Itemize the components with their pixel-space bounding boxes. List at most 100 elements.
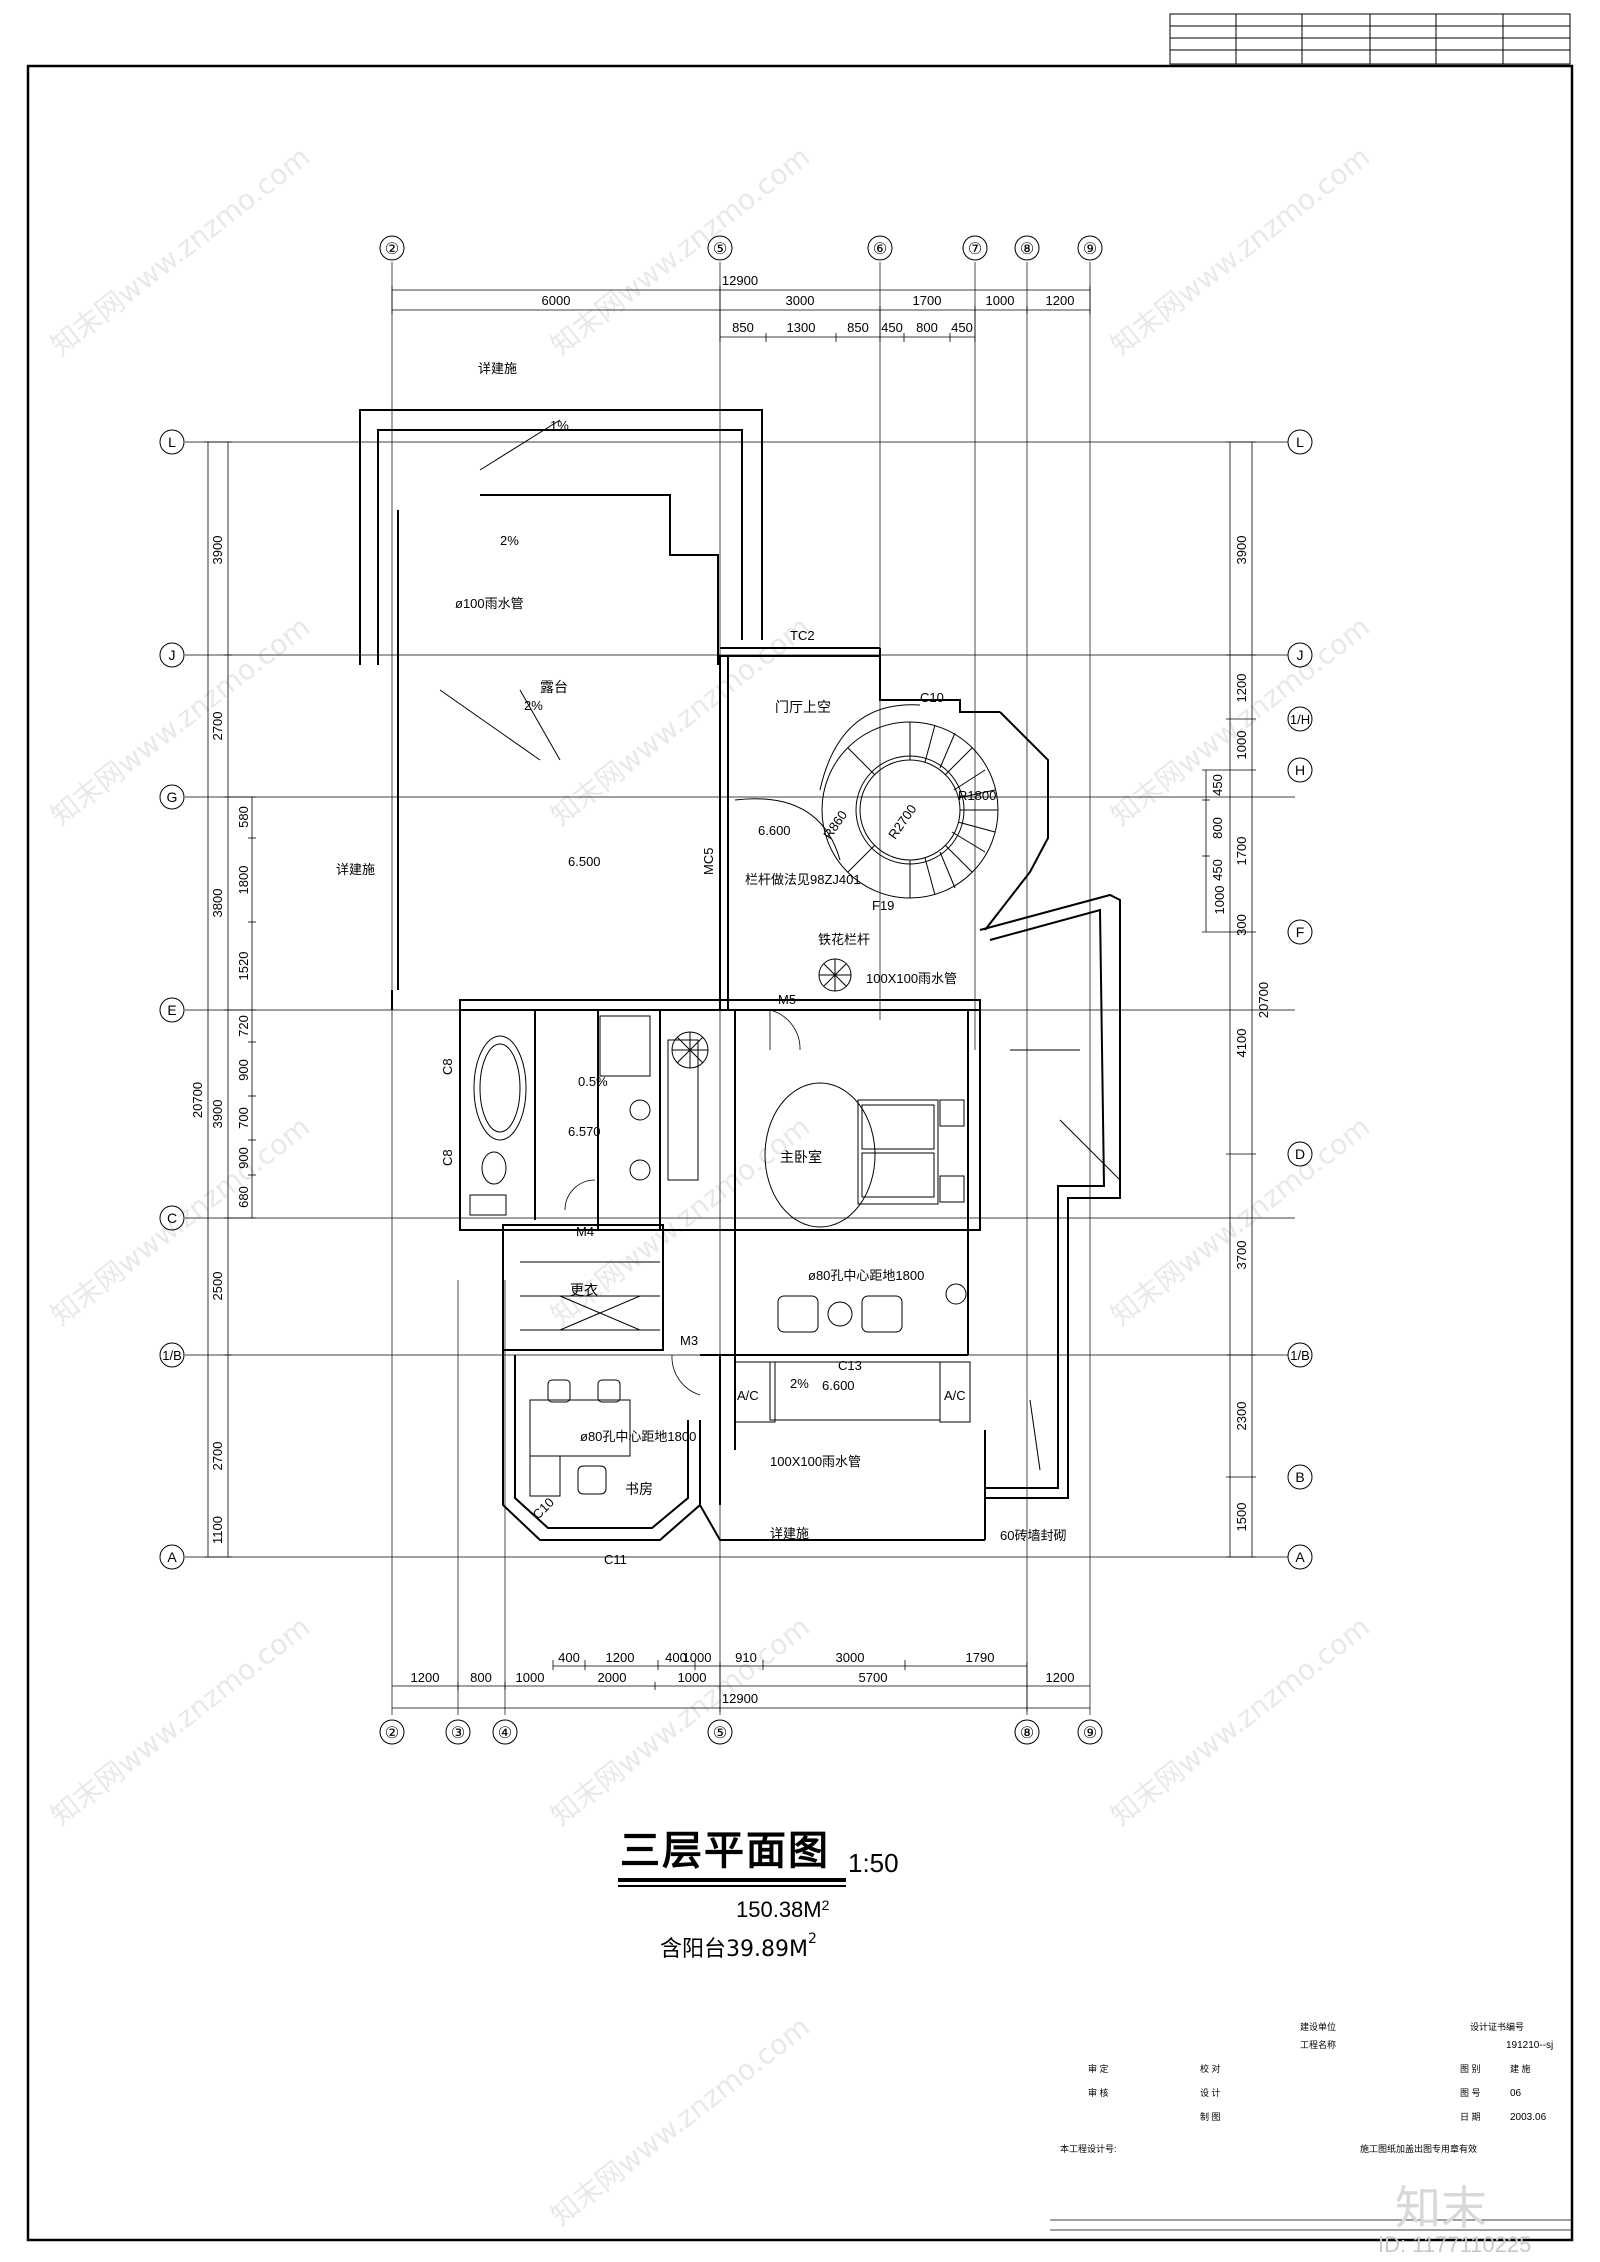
dim-top-r2-3: 450 [881,320,903,335]
spiral-stair [734,704,999,899]
dim-top-r2-2: 850 [847,320,869,335]
axis-bottom-1: ③ [451,1725,465,1742]
slope-arrows [439,419,1121,1471]
dim-right-r1-4: 1000 [1212,886,1227,915]
drawing-frame [26,64,1574,2242]
label-m3: M3 [680,1333,698,1348]
dim-right-r1-8: 1500 [1234,1503,1249,1532]
axis-bottom-3: ⑤ [713,1725,727,1742]
dim-right-r1-1: 1200 [1234,674,1249,703]
label-r860: R860 [820,808,850,842]
area-balcony-value: 含阳台39.89M [660,1937,808,1962]
label-hole-1800: ø80孔中心距地1800 [808,1268,924,1283]
axis-top-4: ⑧ [1020,241,1034,258]
dim-bot-r2-2: 400 [665,1650,687,1665]
dim-bot-r2-0: 400 [558,1650,580,1665]
tb-stamp-note: 施工图纸加盖出图专用章有效 [1360,2143,1477,2154]
label-c10-b: C10 [530,1495,557,1522]
axis-labels-top: ② ⑤ ⑥ ⑦ ⑧ ⑨ [385,241,1097,258]
label-c8-b: C8 [440,1149,455,1166]
area-main-value: 150.38M [736,1897,822,1922]
dim-bot-r1-4: 1000 [678,1670,707,1685]
image-id: ID: 1177110225 [1378,2232,1532,2257]
axis-grid [185,262,1295,1715]
label-drain-sq: 100X100雨水管 [866,971,957,986]
tb-sheet-no-value: 06 [1510,2088,1522,2099]
label-elev-6600: 6.600 [758,823,791,838]
label-slope-top: 1% [550,418,569,433]
tb-review: 审 定 [1088,2063,1109,2074]
room-master-bedroom: 主卧室 [780,1149,822,1165]
dim-right-r2-0: 450 [1210,774,1225,796]
dim-left-r2-3: 720 [236,1015,251,1037]
axis-bottom-4: ⑧ [1020,1725,1034,1742]
axis-top-0: ② [385,241,399,258]
tb-cert-value: 191210--sj [1506,2040,1553,2051]
axis-left-5: 1/B [162,1348,182,1363]
axis-top-3: ⑦ [968,241,982,258]
dim-right-r1-5: 4100 [1234,1029,1249,1058]
dim-top-r2-1: 1300 [787,320,816,335]
dim-top-r1-3: 1000 [986,293,1015,308]
dim-top-r2-0: 850 [732,320,754,335]
tb-design: 设 计 [1200,2087,1221,2098]
tb-date: 日 期 [1460,2112,1481,2122]
axis-left-1: J [169,647,176,663]
area-main-sup: 2 [821,1897,830,1913]
axis-right-3: H [1295,762,1305,778]
dim-bot-r2-5: 3000 [836,1650,865,1665]
title-underline-thin [618,1885,846,1887]
tb-cert-no: 设计证书编号 [1470,2021,1524,2032]
label-elev-6600b: 6.600 [822,1378,855,1393]
axis-top-1: ⑤ [713,241,727,258]
axis-left-0: L [168,434,176,450]
dim-left-r1-1: 2700 [210,712,225,741]
dimension-lines-right [1202,441,1256,1558]
dim-right-r1-0: 3900 [1234,536,1249,565]
title-underline [618,1878,846,1882]
label-ac-right: A/C [944,1388,966,1403]
ac-zone [734,1361,971,1423]
axis-bottom-2: ④ [498,1725,512,1742]
dimension-lines-top [391,286,1091,342]
axis-right-4: F [1296,924,1305,940]
label-iron-railing: 铁花栏杆 [818,932,870,947]
bath-fixtures [469,1015,699,1216]
label-slope-terrace: 2% [500,533,519,548]
room-foyer-void: 门厅上空 [775,699,831,715]
dim-left-r2-2: 1520 [236,952,251,981]
axis-right-7: B [1295,1469,1304,1485]
room-dressing: 更衣 [570,1282,598,1298]
axis-left-4: C [167,1210,177,1226]
dim-left-r1-0: 3900 [210,536,225,565]
axis-right-1: J [1297,647,1304,663]
dimension-lines-bottom [392,1660,1090,1712]
label-elev-6500: 6.500 [568,854,601,869]
brand-logo: 知末 [1395,2181,1487,2235]
dim-left-r2-6: 900 [236,1147,251,1169]
axis-left-6: A [167,1549,177,1565]
dim-bot-r2-6: 1790 [966,1650,995,1665]
axis-labels-left: L J G E C 1/B A [162,434,182,1565]
axis-bubbles-bottom [379,1719,1103,1745]
axis-bubbles-left [159,429,185,1570]
dim-left-r2-5: 700 [236,1107,251,1129]
label-c10: C10 [920,690,944,705]
dim-top-r2-4: 800 [916,320,938,335]
label-hole-1800b: ø80孔中心距地1800 [580,1429,696,1444]
tb-date-value: 2003.06 [1510,2112,1547,2123]
dim-bot-r1-2: 1000 [516,1670,545,1685]
dim-left-r1-4: 2500 [210,1272,225,1301]
dim-top-r1-0: 6000 [542,293,571,308]
area-balcony: 含阳台39.89M2 [660,1931,817,1963]
tb-check: 审 核 [1088,2087,1109,2098]
axis-right-8: A [1295,1549,1305,1565]
dim-bot-total: 12900 [722,1691,758,1706]
dim-left-r2-1: 1800 [236,866,251,895]
bedroom-furniture [764,1082,967,1333]
dim-right-r1-6: 3700 [1234,1241,1249,1270]
tb-drawing-no: 本工程设计号: [1060,2143,1117,2154]
dim-bot-r1-6: 1200 [1046,1670,1075,1685]
title-block [1050,2219,1572,2231]
